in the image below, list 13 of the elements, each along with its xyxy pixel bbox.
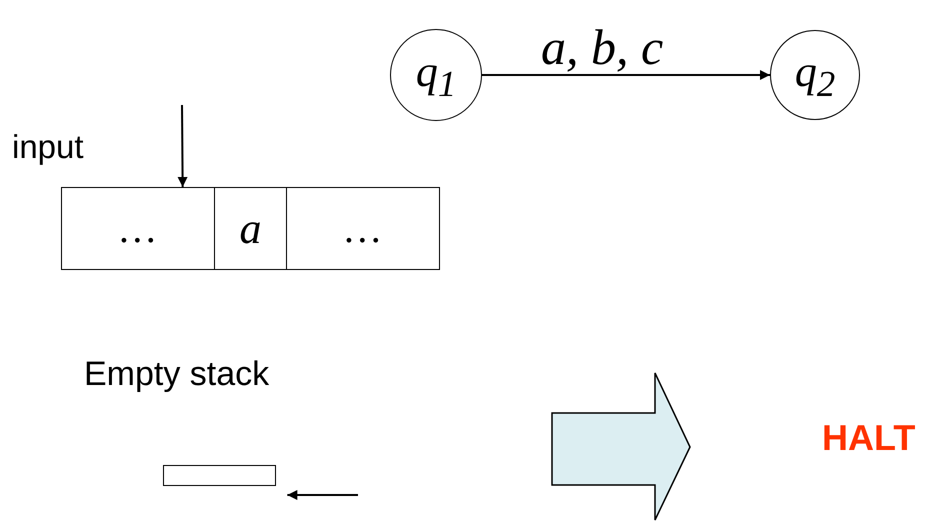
- tape-cell: …: [286, 187, 440, 270]
- arrow: [287, 490, 358, 500]
- stack-box: [163, 465, 276, 486]
- tape-cell: …: [61, 187, 215, 270]
- arrow: [482, 70, 770, 80]
- halt-label: HALT: [822, 417, 916, 459]
- state-circle: q$_{1}$: [390, 29, 482, 121]
- input-label: input: [12, 128, 84, 166]
- arrow: [178, 105, 188, 187]
- tape-cell: a: [214, 187, 287, 270]
- state-circle: q$_{2}$: [770, 30, 860, 120]
- stack-label: Empty stack: [84, 355, 270, 394]
- edge-label: a, b, c: [541, 22, 664, 72]
